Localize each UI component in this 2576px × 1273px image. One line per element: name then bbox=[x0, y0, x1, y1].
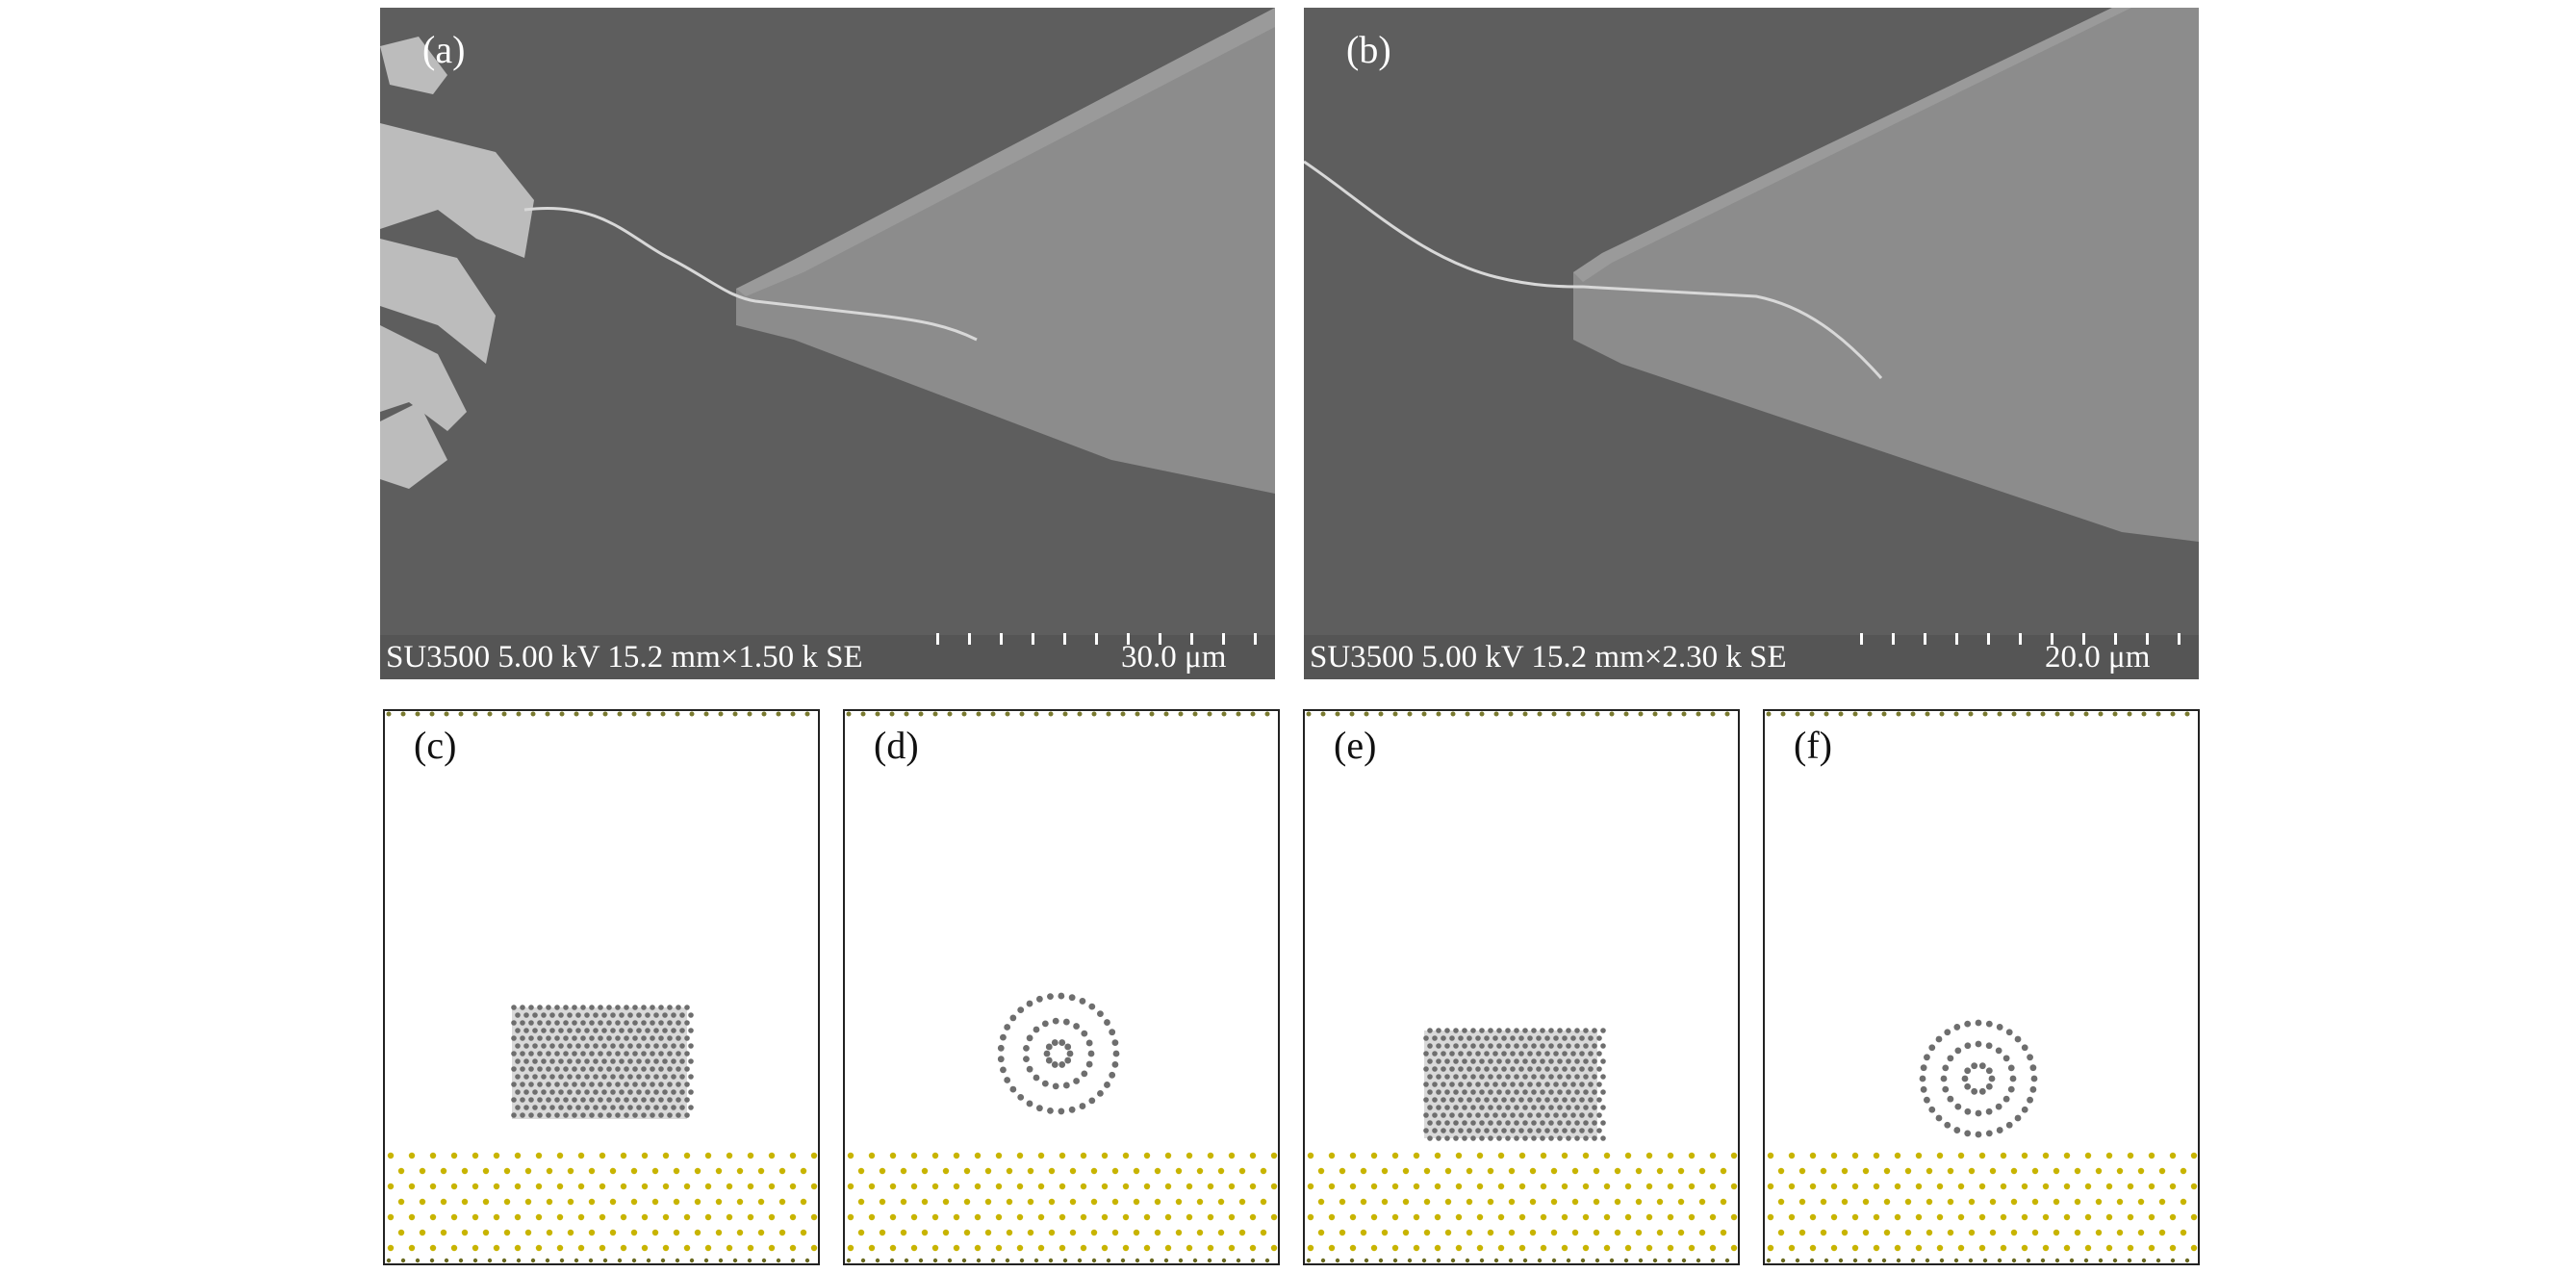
sem-footer-b bbox=[1304, 635, 2199, 679]
nanotube-fiber bbox=[1304, 160, 1883, 379]
sem-image-a: (a) SU3500 5.00 kV 15.2 mm×1.50 k SE 30.… bbox=[380, 8, 1275, 679]
sim-panel-e: (e) bbox=[1303, 709, 1740, 1265]
simulation-scene-e bbox=[1306, 711, 1738, 1263]
top-atom-row bbox=[386, 711, 810, 717]
substrate-lattice bbox=[846, 1152, 1278, 1263]
cantilever-tip bbox=[736, 8, 1275, 494]
simulation-scene-f bbox=[1766, 711, 2198, 1263]
scale-bar-ticks-a bbox=[936, 633, 1257, 645]
nanotube-end-view bbox=[997, 992, 1120, 1115]
simulation-scene-c bbox=[386, 711, 818, 1263]
sem-scene-b bbox=[1304, 8, 2199, 542]
sem-info-a: SU3500 5.00 kV 15.2 mm×1.50 k SE bbox=[386, 640, 863, 675]
panel-label-d: (d) bbox=[874, 724, 919, 767]
substrate-lattice bbox=[386, 1152, 818, 1263]
top-atom-row bbox=[1766, 711, 2190, 717]
nanotube-end-view bbox=[1919, 1019, 2038, 1138]
sim-panel-d: (d) bbox=[843, 709, 1280, 1265]
panel-label-e: (e) bbox=[1334, 724, 1377, 767]
sim-panel-c: (c) bbox=[383, 709, 820, 1265]
top-atom-row bbox=[1306, 711, 1730, 717]
nanotube-side-view bbox=[511, 1005, 694, 1119]
nanotube-side-view bbox=[1423, 1028, 1606, 1141]
scale-bar-label-a: 30.0 μm bbox=[1121, 640, 1227, 675]
nanotube-fiber bbox=[523, 207, 978, 342]
sem-info-b: SU3500 5.00 kV 15.2 mm×2.30 k SE bbox=[1310, 640, 1787, 675]
sem-scene-a bbox=[380, 8, 1275, 494]
scale-bar-label-b: 20.0 μm bbox=[2045, 640, 2151, 675]
panel-label-f: (f) bbox=[1794, 724, 1832, 767]
cantilever-tip bbox=[1573, 8, 2199, 542]
simulation-scene-d bbox=[846, 711, 1278, 1263]
sim-panel-f: (f) bbox=[1763, 709, 2200, 1265]
scale-bar-ticks-b bbox=[1860, 633, 2181, 645]
top-atom-row bbox=[846, 711, 1270, 717]
panel-label-c: (c) bbox=[414, 724, 457, 767]
panel-label-a: (a) bbox=[422, 28, 466, 71]
panel-label-b: (b) bbox=[1346, 28, 1391, 71]
substrate-lattice bbox=[1306, 1152, 1738, 1263]
fiber-bundle bbox=[380, 37, 534, 489]
sem-image-b: (b) SU3500 5.00 kV 15.2 mm×2.30 k SE 20.… bbox=[1304, 8, 2199, 679]
sem-footer-a bbox=[380, 635, 1275, 679]
substrate-lattice bbox=[1766, 1152, 2198, 1263]
